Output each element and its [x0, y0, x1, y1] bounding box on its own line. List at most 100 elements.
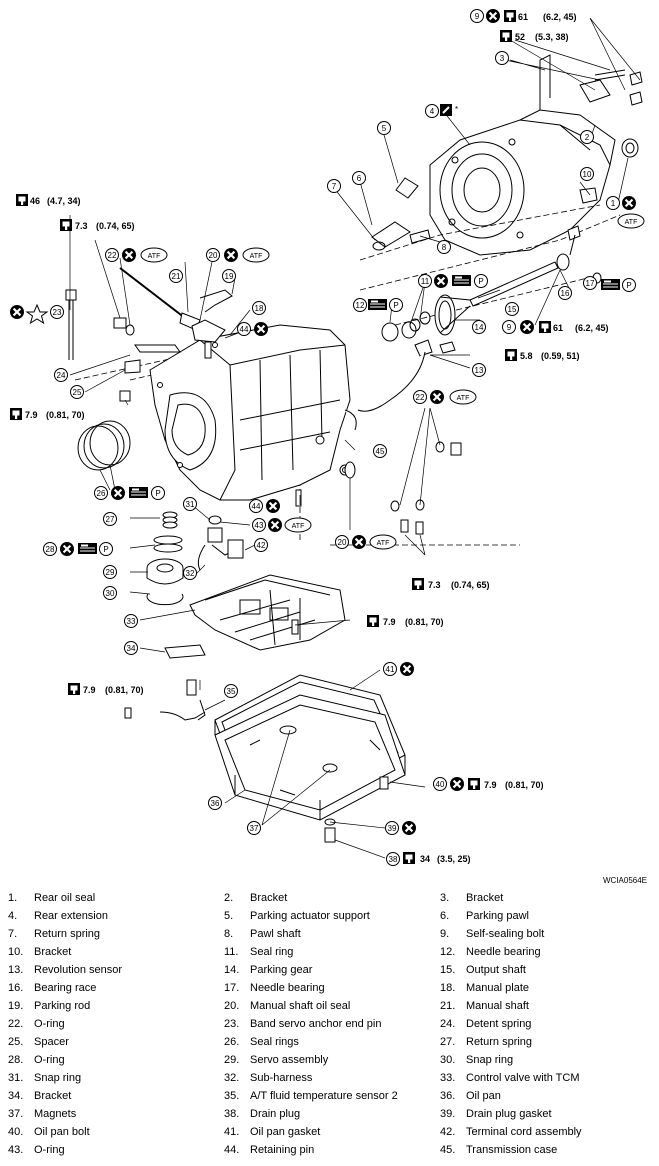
symbol-icons: ATF P P P ATF ATF ATF P ATF ATF [8, 7, 645, 864]
svg-text:19: 19 [225, 272, 234, 281]
svg-text:40: 40 [436, 780, 445, 789]
svg-text:(6.2, 45): (6.2, 45) [543, 12, 577, 22]
svg-text:4: 4 [430, 107, 435, 116]
svg-text:34: 34 [420, 854, 430, 864]
output-shaft-drawing [357, 225, 602, 412]
legend-number: 35. [224, 1090, 240, 1102]
svg-text:20: 20 [338, 538, 347, 547]
legend-number: 17. [224, 982, 240, 994]
legend-number: 34. [8, 1090, 24, 1102]
legend-part-name: Return spring [466, 1036, 533, 1048]
legend-part-name: A/T fluid temperature sensor 2 [250, 1090, 398, 1102]
callout-15: 15 [505, 302, 519, 316]
legend-part-name: Bracket [34, 946, 72, 958]
legend-number: 12. [440, 946, 456, 958]
petroleum-jelly-icon [600, 278, 621, 291]
svg-text:52: 52 [515, 32, 525, 42]
svg-text:3: 3 [500, 54, 505, 63]
callout-44b: 44 [249, 499, 263, 513]
svg-text:P: P [103, 545, 108, 554]
callout-20a: 20 [206, 248, 220, 262]
legend-part-name: Needle bearing [466, 946, 541, 958]
callout-23: 23 [50, 305, 64, 319]
p-icon: P [99, 542, 113, 556]
torque-wrench-icon [505, 349, 517, 361]
valve-body-drawing [124, 511, 346, 721]
svg-text:45: 45 [376, 447, 385, 456]
legend-part-name: Snap ring [34, 1072, 82, 1084]
torque-wrench-icon [68, 683, 80, 695]
legend-part-name: O-ring [34, 1144, 65, 1156]
torque-values: 9 61 (6.2, 45) 52 (5.3, 38) * 46 (4.7, 3… [25, 9, 609, 866]
legend-number: 14. [224, 964, 240, 976]
legend-part-name: Bracket [466, 892, 504, 904]
svg-text:7.9: 7.9 [25, 410, 38, 420]
callout-34: 34 [124, 641, 138, 655]
callout-41: 41 [383, 662, 397, 676]
legend-part-name: Parking actuator support [250, 910, 370, 922]
legend-part-name: Self-sealing bolt [466, 928, 545, 940]
legend-number: 9. [440, 928, 450, 940]
legend-number: 45. [440, 1144, 456, 1156]
legend-part-name: Pawl shaft [250, 928, 301, 940]
callout-11: 11 [418, 274, 432, 288]
legend-number: 10. [8, 946, 24, 958]
star-icon [25, 303, 49, 325]
svg-text:13: 13 [475, 366, 484, 375]
svg-text:2: 2 [585, 133, 590, 142]
atf-icon: ATF [449, 389, 477, 405]
torque-wrench-icon [468, 778, 480, 790]
svg-text:32: 32 [186, 569, 195, 578]
non-reusable-icon [448, 775, 466, 793]
callout-26: 26 [94, 486, 108, 500]
non-reusable-icon [428, 388, 446, 406]
svg-text:38: 38 [389, 855, 398, 864]
legend-number: 4. [8, 910, 18, 922]
non-reusable-icon [120, 246, 138, 264]
figure-code: WCIA0564E [603, 876, 648, 885]
exploded-view-diagram: 3 4 5 2 6 7 10 1 8 11 12 15 16 17 14 9 1… [8, 7, 645, 866]
torque-wrench-icon [10, 408, 22, 420]
legend-number: 24. [440, 1018, 456, 1030]
svg-text:28: 28 [46, 545, 55, 554]
callout-2: 2 [580, 130, 594, 144]
svg-text:27: 27 [106, 515, 115, 524]
callout-4: 4 [425, 104, 439, 118]
svg-text:7.3: 7.3 [75, 221, 88, 231]
legend-number: 36. [440, 1090, 456, 1102]
legend-number: 1. [8, 892, 18, 904]
torque-wrench-icon [504, 10, 516, 22]
legend-part-name: Spacer [34, 1036, 69, 1048]
legend-number: 33. [440, 1072, 456, 1084]
svg-text:31: 31 [186, 500, 195, 509]
svg-text:11: 11 [421, 277, 430, 286]
svg-text:ATF: ATF [377, 540, 390, 547]
svg-text:7.3: 7.3 [428, 580, 441, 590]
callout-33: 33 [124, 614, 138, 628]
non-reusable-icon [350, 533, 368, 551]
legend-number: 42. [440, 1126, 456, 1138]
legend-part-name: Drain plug [250, 1108, 301, 1120]
callout-28: 28 [43, 542, 57, 556]
callout-31: 31 [183, 497, 197, 511]
sealant-icon [440, 104, 452, 116]
legend-number: 44. [224, 1144, 240, 1156]
legend-part-name: Seal rings [250, 1036, 299, 1048]
svg-text:9: 9 [475, 12, 480, 21]
legend-part-name: Control valve with TCM [466, 1072, 580, 1084]
legend-part-name: Needle bearing [250, 982, 325, 994]
svg-text:46: 46 [30, 196, 40, 206]
svg-text:5.8: 5.8 [520, 351, 533, 361]
non-reusable-icon [398, 660, 416, 678]
svg-text:P: P [626, 281, 631, 290]
legend-number: 40. [8, 1126, 24, 1138]
non-reusable-icon [264, 497, 282, 515]
svg-text:(0.81, 70): (0.81, 70) [105, 685, 144, 695]
non-reusable-icon [222, 246, 240, 264]
legend-number: 15. [440, 964, 456, 976]
legend-number: 8. [224, 928, 234, 940]
svg-text:34: 34 [127, 644, 136, 653]
callout-35: 35 [224, 684, 238, 698]
svg-text:(0.59, 51): (0.59, 51) [541, 351, 580, 361]
